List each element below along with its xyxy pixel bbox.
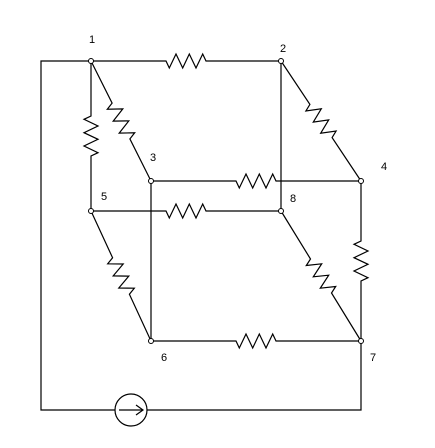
resistor-1-5: [82, 61, 100, 211]
node-label-8: 8: [290, 193, 296, 205]
node-8: [278, 208, 284, 214]
node-7: [358, 338, 364, 344]
resistor-5-8: [91, 202, 281, 220]
current-source: [114, 393, 148, 427]
node-label-3: 3: [150, 152, 156, 164]
node-label-5: 5: [101, 191, 107, 203]
node-1: [88, 58, 94, 64]
source-wire-left: [40, 60, 115, 411]
resistor-5-6: [90, 210, 152, 342]
resistor-6-7: [151, 332, 361, 350]
node-3: [148, 178, 154, 184]
nodes-group: [88, 58, 364, 344]
node-label-7: 7: [370, 352, 376, 364]
node-5: [88, 208, 94, 214]
node-label-6: 6: [161, 352, 167, 364]
node-2: [278, 58, 284, 64]
resistor-1-2: [91, 52, 281, 70]
node-label-1: 1: [89, 34, 95, 46]
arrow-head-icon: [135, 404, 145, 416]
node-6: [148, 338, 154, 344]
resistor-8-7: [280, 210, 362, 342]
resistor-3-4: [151, 172, 361, 190]
source-wire-right: [147, 341, 362, 411]
resistor-2-4: [280, 60, 362, 182]
node-label-2: 2: [280, 43, 286, 55]
resistor-4-7: [352, 181, 370, 341]
node-4: [358, 178, 364, 184]
node-label-4: 4: [381, 161, 387, 173]
resistor-1-3: [90, 60, 152, 182]
resistors-group: [82, 52, 370, 350]
